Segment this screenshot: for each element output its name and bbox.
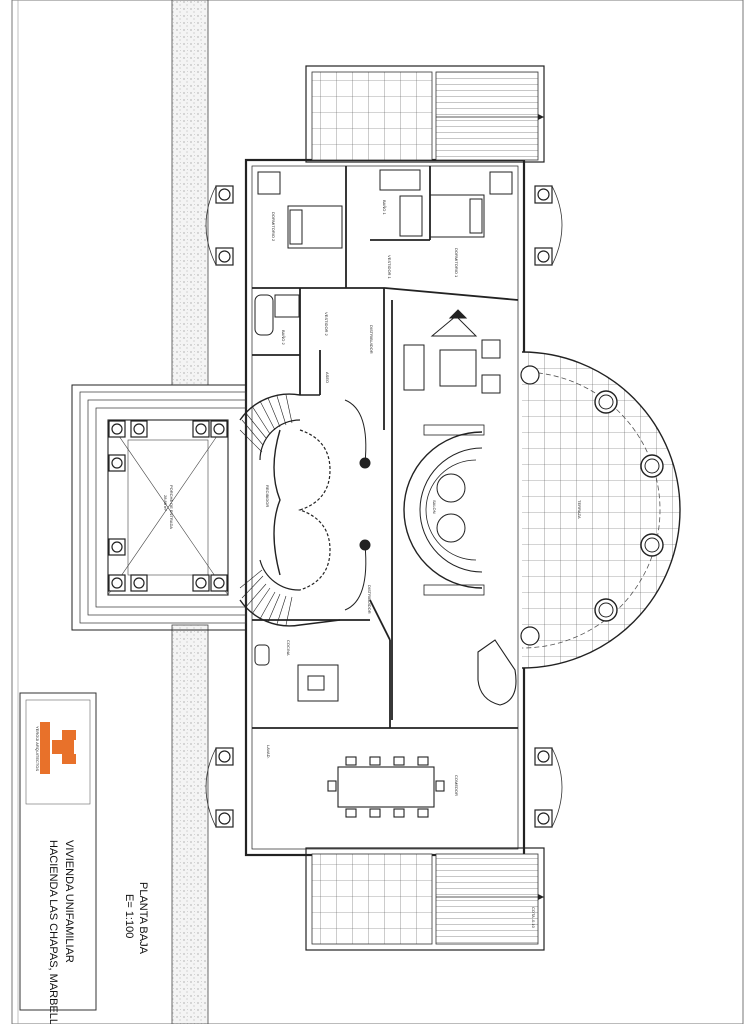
grand-piano [477,639,517,706]
top-terrace [305,65,545,163]
terrace-column [594,390,618,414]
room-label-porche: PORCHE DE ENTRADA [169,485,174,529]
salon-sofa-arc [403,424,485,596]
room-label-distribuidor-bottom: DISTRIBUIDOR [367,585,372,614]
room-label-bano1: BAÑO 1 [382,200,387,215]
terrace-column [640,533,664,557]
room-label-bano2: BAÑO 2 [281,330,286,345]
project-title-line1: VIVIENDA UNIFAMILIAR [63,840,75,963]
room-label-salon: SALON [432,500,437,514]
building-outline [244,158,526,857]
room-label-vestidor1: VESTIDOR 1 [387,255,392,280]
room-label-porche-area: 28.88 m² [163,495,168,511]
title-block: YERGÜI ARQUITECTOS VIVIENDA UNIFAMILIAR … [19,692,97,1024]
room-label-distribuidor-top: DISTRIBUIDOR [369,325,374,354]
room-label-aseo: ASEO [325,372,330,383]
property-boundary-strip [171,0,209,1024]
exterior-columns [215,185,553,828]
level-mark: COTA -0.10 [531,907,536,929]
scale-label: E= 1:100 [123,894,135,938]
terrace-column [640,454,664,478]
room-label-cocina: COCINA [286,640,291,656]
firm-logo [40,722,86,774]
staircase [239,393,371,627]
kitchen-island [254,644,339,702]
fireplace-lounge [403,309,501,394]
room-label-vestidor2: VESTIDOR 2 [324,312,329,337]
room-label-comedor: COMEDOR [454,775,459,796]
terrace-column [594,598,618,622]
project-title-line2: HACIENDA LAS CHAPAS, MARBELLA [47,840,59,1024]
firm-name: YERGÜI ARQUITECTOS [35,726,40,771]
room-label-recibidor: RECIBIDOR [265,485,270,507]
round-terrace [520,351,681,669]
sheet-name: PLANTA BAJA [137,882,149,955]
bottom-terrace [305,847,545,951]
exterior-arches [205,185,563,828]
room-label-dormitorio1: DORMITORIO 1 [454,248,459,278]
interior-walls [252,166,519,729]
entrance-porch [71,384,247,631]
room-label-lavadero: LAVAD. [266,745,271,759]
sheet-frame [11,0,744,1024]
room-label-terraza: TERRAZA [577,500,582,519]
bedroom-furniture [254,169,513,336]
dining-table [327,756,445,818]
room-label-dormitorio2: DORMITORIO 2 [271,212,276,242]
porch-column [108,420,228,592]
